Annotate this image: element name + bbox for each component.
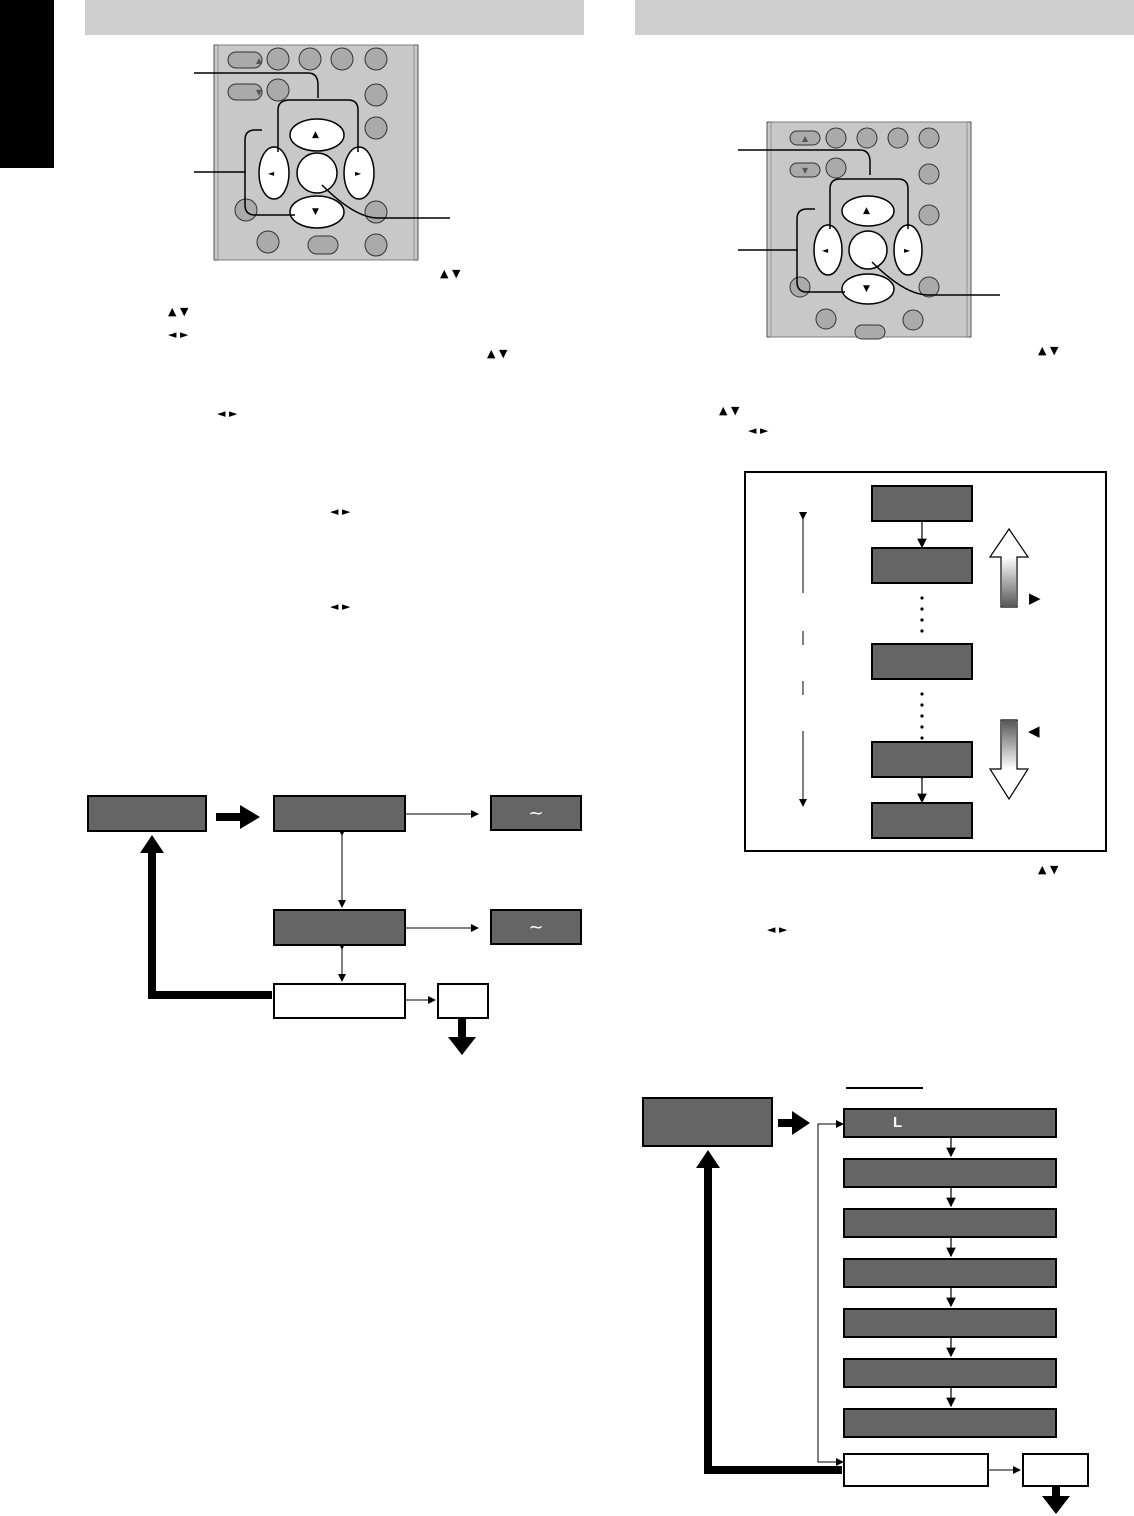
dpad-down-icon: ▼ <box>312 207 319 217</box>
right-section-header-bar <box>635 0 1134 35</box>
right-remote-illustration: ▲ ▼ ▲ ▼ ◄ ► <box>700 117 1010 342</box>
range-tilde: ~ <box>528 803 544 824</box>
dpad-left-icon: ◄ <box>822 246 829 255</box>
leftright-arrows-icon: ◄ ► <box>330 505 351 518</box>
menu-item-3 <box>843 1208 1057 1238</box>
updown-arrows-icon: ▲ ▼ <box>1038 344 1059 357</box>
dpad-up-icon: ▲ <box>863 206 870 216</box>
menu-item-1-text: L <box>893 1114 903 1131</box>
menu-item-7 <box>843 1408 1057 1438</box>
remote-arrow-down-small-icon: ▼ <box>256 88 263 97</box>
section-tab <box>0 0 54 168</box>
updown-arrows-icon: ▲ ▼ <box>719 404 740 417</box>
flow-range-box-1: ~ <box>490 795 582 831</box>
right-marker-icon: ▶ <box>1029 589 1041 607</box>
menu-item-6 <box>843 1358 1057 1388</box>
leftright-arrows-icon: ◄ ► <box>748 424 769 437</box>
level-diagram-frame: ▶ ◀ <box>744 471 1107 852</box>
leftright-arrows-icon: ◄ ► <box>217 407 238 420</box>
flow-start-box <box>87 795 207 832</box>
remote-arrow-up-small-icon: ▲ <box>802 134 809 143</box>
menu-item-5 <box>843 1308 1057 1338</box>
dpad-up-icon: ▲ <box>312 130 319 140</box>
menu-exit-box <box>843 1453 989 1487</box>
menu-small-box <box>1022 1453 1089 1487</box>
flow-range-box-2: ~ <box>490 909 582 945</box>
flow-setting-box-2 <box>273 909 406 946</box>
flow-exit-box <box>273 983 406 1019</box>
level-box-4 <box>871 741 973 778</box>
updown-arrows-icon: ▲ ▼ <box>487 347 508 360</box>
level-box-middle <box>871 643 973 680</box>
flow-setting-box-1 <box>273 795 406 832</box>
level-box-bottom <box>871 802 973 839</box>
flow-small-box <box>437 983 489 1019</box>
range-tilde: ~ <box>528 917 544 938</box>
left-flow-diagram: ~ ~ <box>80 785 590 1065</box>
updown-arrows-icon: ▲ ▼ <box>1038 863 1059 876</box>
leftright-arrows-icon: ◄ ► <box>168 328 189 341</box>
remote-arrow-up-small-icon: ▲ <box>256 56 263 65</box>
updown-arrows-icon: ▲ ▼ <box>440 267 461 280</box>
dpad-down-icon: ▼ <box>863 284 870 294</box>
dpad-right-icon: ► <box>904 246 911 255</box>
dpad-right-icon: ► <box>355 169 362 178</box>
updown-arrows-icon: ▲ ▼ <box>168 305 189 318</box>
right-menu-flow-diagram: L <box>636 1080 1106 1514</box>
menu-item-2 <box>843 1158 1057 1188</box>
leftright-arrows-icon: ◄ ► <box>767 923 788 936</box>
menu-item-1: L <box>843 1108 1057 1138</box>
left-section-header-bar <box>85 0 584 35</box>
leftright-arrows-icon: ◄ ► <box>330 600 351 613</box>
menu-item-4 <box>843 1258 1057 1288</box>
left-remote-illustration: ▲ ▼ ▲ ▼ ◄ ► <box>150 40 460 265</box>
level-box-2 <box>871 547 973 584</box>
dpad-left-icon: ◄ <box>268 169 275 178</box>
left-marker-icon: ◀ <box>1028 722 1040 740</box>
remote-arrow-down-small-icon: ▼ <box>802 166 809 175</box>
level-box-top <box>871 485 973 522</box>
menu-start-box <box>642 1097 773 1147</box>
